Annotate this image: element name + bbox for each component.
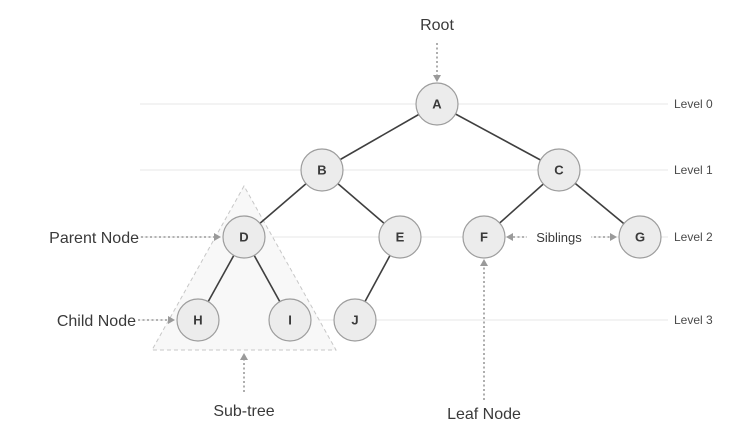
sub-tree-arrow-head bbox=[240, 353, 248, 360]
root-arrow-head bbox=[433, 75, 441, 82]
node-d-label: D bbox=[239, 230, 248, 245]
node-e-circle bbox=[378, 215, 422, 259]
node-j-label: J bbox=[351, 313, 358, 328]
node-d-circle bbox=[222, 215, 266, 259]
node-c-label: C bbox=[554, 163, 564, 178]
level-3-label: Level 3 bbox=[674, 313, 713, 327]
node-j-circle bbox=[333, 298, 377, 342]
level-1-label: Level 1 bbox=[674, 163, 713, 177]
node-h-label: H bbox=[193, 313, 202, 328]
leaf-node-label: Leaf Node bbox=[447, 406, 521, 423]
siblings-label-background bbox=[527, 227, 591, 247]
node-a-circle bbox=[415, 82, 459, 126]
node-g: G bbox=[618, 215, 662, 259]
edge-a-c bbox=[436, 103, 560, 171]
node-h-circle bbox=[176, 298, 220, 342]
node-h: H bbox=[176, 298, 220, 342]
node-e-label: E bbox=[396, 230, 405, 245]
node-i-label: I bbox=[288, 313, 292, 328]
node-i-circle bbox=[268, 298, 312, 342]
siblings-label: Siblings bbox=[536, 230, 582, 245]
node-b-circle bbox=[300, 148, 344, 192]
siblings-arrow-head-right bbox=[610, 233, 617, 241]
level-0-label: Level 0 bbox=[674, 97, 713, 111]
leaf-node-arrow-head bbox=[480, 259, 488, 266]
node-c: C bbox=[537, 148, 581, 192]
node-f-circle bbox=[462, 215, 506, 259]
parent-node-label: Parent Node bbox=[49, 230, 139, 247]
annotation-arrows bbox=[138, 43, 617, 400]
node-f-label: F bbox=[480, 230, 488, 245]
node-b-label: B bbox=[317, 163, 326, 178]
siblings-arrow-head-left bbox=[506, 233, 513, 241]
node-g-label: G bbox=[635, 230, 645, 245]
node-a: A bbox=[415, 82, 459, 126]
root-label: Root bbox=[420, 17, 454, 34]
node-j: J bbox=[333, 298, 377, 342]
annotation-labels: Root Parent Node Child Node Sub-tree Lea… bbox=[49, 17, 582, 423]
edge-a-b bbox=[321, 103, 438, 171]
level-labels: Level 0 Level 1 Level 2 Level 3 bbox=[674, 97, 713, 327]
node-a-label: A bbox=[432, 97, 442, 112]
node-c-circle bbox=[537, 148, 581, 192]
child-node-arrow-head bbox=[168, 316, 175, 324]
parent-node-arrow-head bbox=[214, 233, 221, 241]
node-f: F bbox=[462, 215, 506, 259]
sub-tree-label: Sub-tree bbox=[213, 403, 274, 420]
node-g-circle bbox=[618, 215, 662, 259]
node-b: B bbox=[300, 148, 344, 192]
node-d: D bbox=[222, 215, 266, 259]
node-e: E bbox=[378, 215, 422, 259]
child-node-label: Child Node bbox=[57, 313, 136, 330]
node-i: I bbox=[268, 298, 312, 342]
tree-nodes: A B C D E F G H bbox=[176, 82, 662, 342]
level-2-label: Level 2 bbox=[674, 230, 713, 244]
